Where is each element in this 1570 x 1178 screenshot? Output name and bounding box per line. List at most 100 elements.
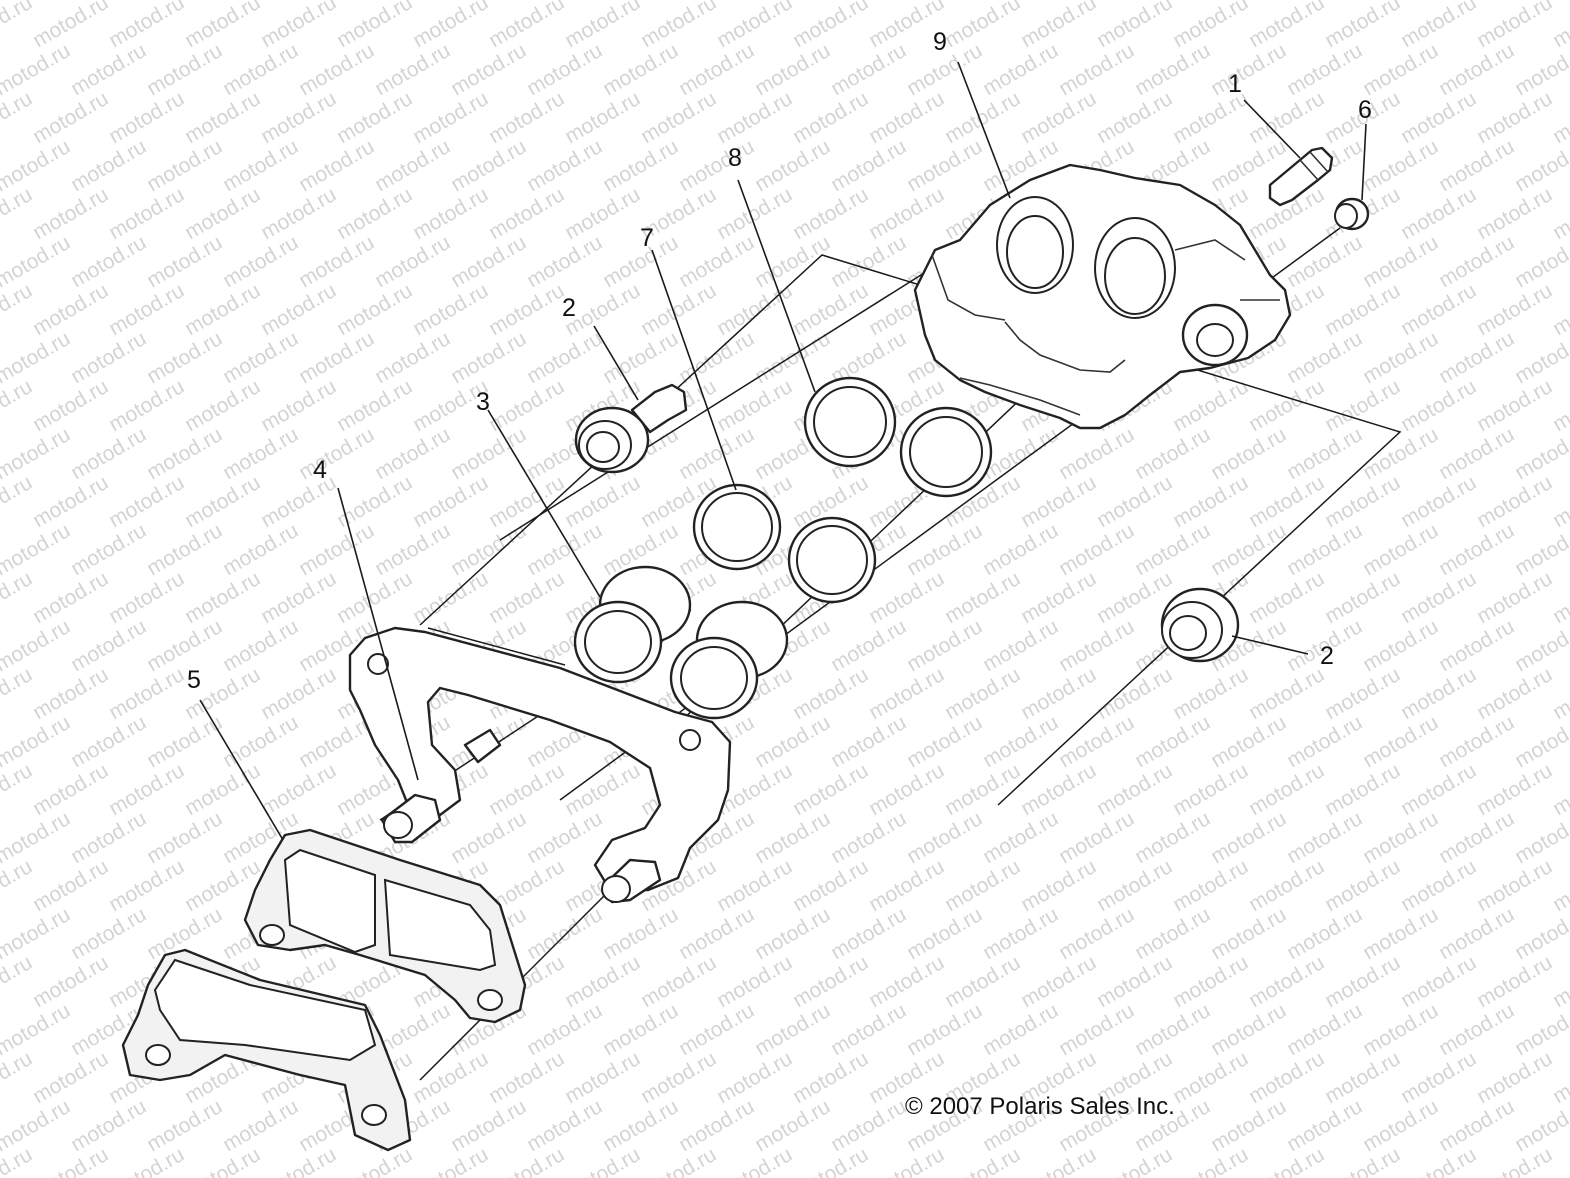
watermark-text: motod.ru <box>143 519 226 580</box>
watermark-text: motod.ru <box>523 903 606 964</box>
watermark-text: motod.ru <box>1397 663 1480 724</box>
watermark-text: motod.ru <box>105 0 188 52</box>
watermark-text: motod.ru <box>181 375 264 436</box>
watermark-text: motod.ru <box>865 183 948 244</box>
watermark-text: motod.ru <box>789 663 872 724</box>
watermark-text: motod.ru <box>67 135 150 196</box>
watermark-text: motod.ru <box>1017 567 1100 628</box>
watermark-text: motod.ru <box>523 999 606 1060</box>
watermark-text: motod.ru <box>561 1143 644 1178</box>
watermark-text: motod.ru <box>675 231 758 292</box>
watermark-text: motod.ru <box>1359 711 1442 772</box>
watermark-text: motod.ru <box>295 423 378 484</box>
watermark-text: motod.ru <box>789 183 872 244</box>
watermark-text: motod.ru <box>29 1047 112 1108</box>
watermark-text: motod.ru <box>181 567 264 628</box>
watermark-text: motod.ru <box>67 423 150 484</box>
watermark-text: motod.ru <box>1359 999 1442 1060</box>
watermark-text: motod.ru <box>1093 663 1176 724</box>
watermark-text: motod.ru <box>637 279 720 340</box>
watermark-text: motod.ru <box>485 279 568 340</box>
watermark-text: motod.ru <box>675 903 758 964</box>
watermark-text: motod.ru <box>1245 951 1328 1012</box>
watermark-text: motod.ru <box>561 1047 644 1108</box>
watermark-text: motod.ru <box>1397 951 1480 1012</box>
watermark-text: motod.ru <box>333 471 416 532</box>
watermark-text: motod.ru <box>1321 0 1404 52</box>
watermark-text: motod.ru <box>1473 759 1556 820</box>
watermark-text: motod.ru <box>105 663 188 724</box>
watermark-text: motod.ru <box>29 279 112 340</box>
watermark-text: motod.ru <box>485 87 568 148</box>
watermark-text: motod.ru <box>143 423 226 484</box>
watermark-text: motod.ru <box>29 183 112 244</box>
watermark-text: motod.ru <box>333 0 416 52</box>
watermark-text: motod.ru <box>561 183 644 244</box>
watermark-text: motod.ru <box>827 1095 910 1156</box>
watermark-text: motod.ru <box>1055 615 1138 676</box>
watermark-text: motod.ru <box>1207 807 1290 868</box>
watermark-text: motod.ru <box>1473 1047 1556 1108</box>
watermark-text: motod.ru <box>295 39 378 100</box>
watermark-text: motod.ru <box>219 327 302 388</box>
watermark-text: motod.ru <box>903 135 986 196</box>
watermark-text: motod.ru <box>257 1143 340 1178</box>
watermark-text: motod.ru <box>789 951 872 1012</box>
watermark-text: motod.ru <box>751 327 834 388</box>
watermark-text: motod.ru <box>219 519 302 580</box>
callout-2-upper: 2 <box>562 294 576 322</box>
callout-3: 3 <box>476 388 490 416</box>
watermark-text: motod.ru <box>941 759 1024 820</box>
watermark-text: motod.ru <box>1435 807 1518 868</box>
watermark-text: motod.ru <box>257 759 340 820</box>
watermark-text: motod.ru <box>751 903 834 964</box>
watermark-text: motod.ru <box>219 1095 302 1156</box>
watermark-text: motod.ru <box>1473 375 1556 436</box>
watermark-text: motod.ru <box>485 183 568 244</box>
watermark-text: motod.ru <box>143 711 226 772</box>
watermark-text: motod.ru <box>675 39 758 100</box>
watermark-text: motod.ru <box>67 807 150 868</box>
watermark-text: motod.ru <box>903 999 986 1060</box>
pin-bushing-upper <box>574 383 688 474</box>
watermark-text: motod.ru <box>371 39 454 100</box>
watermark-text: motod.ru <box>447 231 530 292</box>
watermark-text: motod.ru <box>751 135 834 196</box>
callout-7: 7 <box>640 224 654 252</box>
watermark-text: motod.ru <box>67 903 150 964</box>
watermark-text: motod.ru <box>1549 87 1570 148</box>
watermark-text: motod.ru <box>447 327 530 388</box>
watermark-text: motod.ru <box>979 39 1062 100</box>
watermark-text: motod.ru <box>979 999 1062 1060</box>
watermark-text: motod.ru <box>903 711 986 772</box>
watermark-text: motod.ru <box>143 39 226 100</box>
watermark-text: motod.ru <box>67 231 150 292</box>
pistons <box>573 565 789 720</box>
watermark-text: motod.ru <box>1397 1047 1480 1108</box>
watermark-text: motod.ru <box>409 183 492 244</box>
watermark-text: motod.ru <box>827 807 910 868</box>
watermark-text: motod.ru <box>181 0 264 52</box>
watermark-text: motod.ru <box>409 1143 492 1178</box>
watermark-text: motod.ru <box>257 0 340 52</box>
watermark-text: motod.ru <box>523 327 606 388</box>
watermark-text: motod.ru <box>1055 519 1138 580</box>
watermark-text: motod.ru <box>105 375 188 436</box>
watermark-text: motod.ru <box>1093 855 1176 916</box>
watermark-text: motod.ru <box>143 327 226 388</box>
watermark-text: motod.ru <box>789 1143 872 1178</box>
watermark-text: motod.ru <box>979 807 1062 868</box>
watermark-text: motod.ru <box>485 1143 568 1178</box>
watermark-text: motod.ru <box>143 231 226 292</box>
caliper-bracket <box>348 626 732 904</box>
watermark-text: motod.ru <box>447 423 530 484</box>
watermark-text: motod.ru <box>1245 1047 1328 1108</box>
watermark-text: motod.ru <box>67 519 150 580</box>
caliper-body <box>913 163 1292 430</box>
watermark-text: motod.ru <box>295 519 378 580</box>
watermark-text: motod.ru <box>1245 471 1328 532</box>
watermark-text: motod.ru <box>1017 87 1100 148</box>
watermark-text: motod.ru <box>599 39 682 100</box>
piston-seals-outer <box>803 376 993 498</box>
watermark-text: motod.ru <box>865 951 948 1012</box>
